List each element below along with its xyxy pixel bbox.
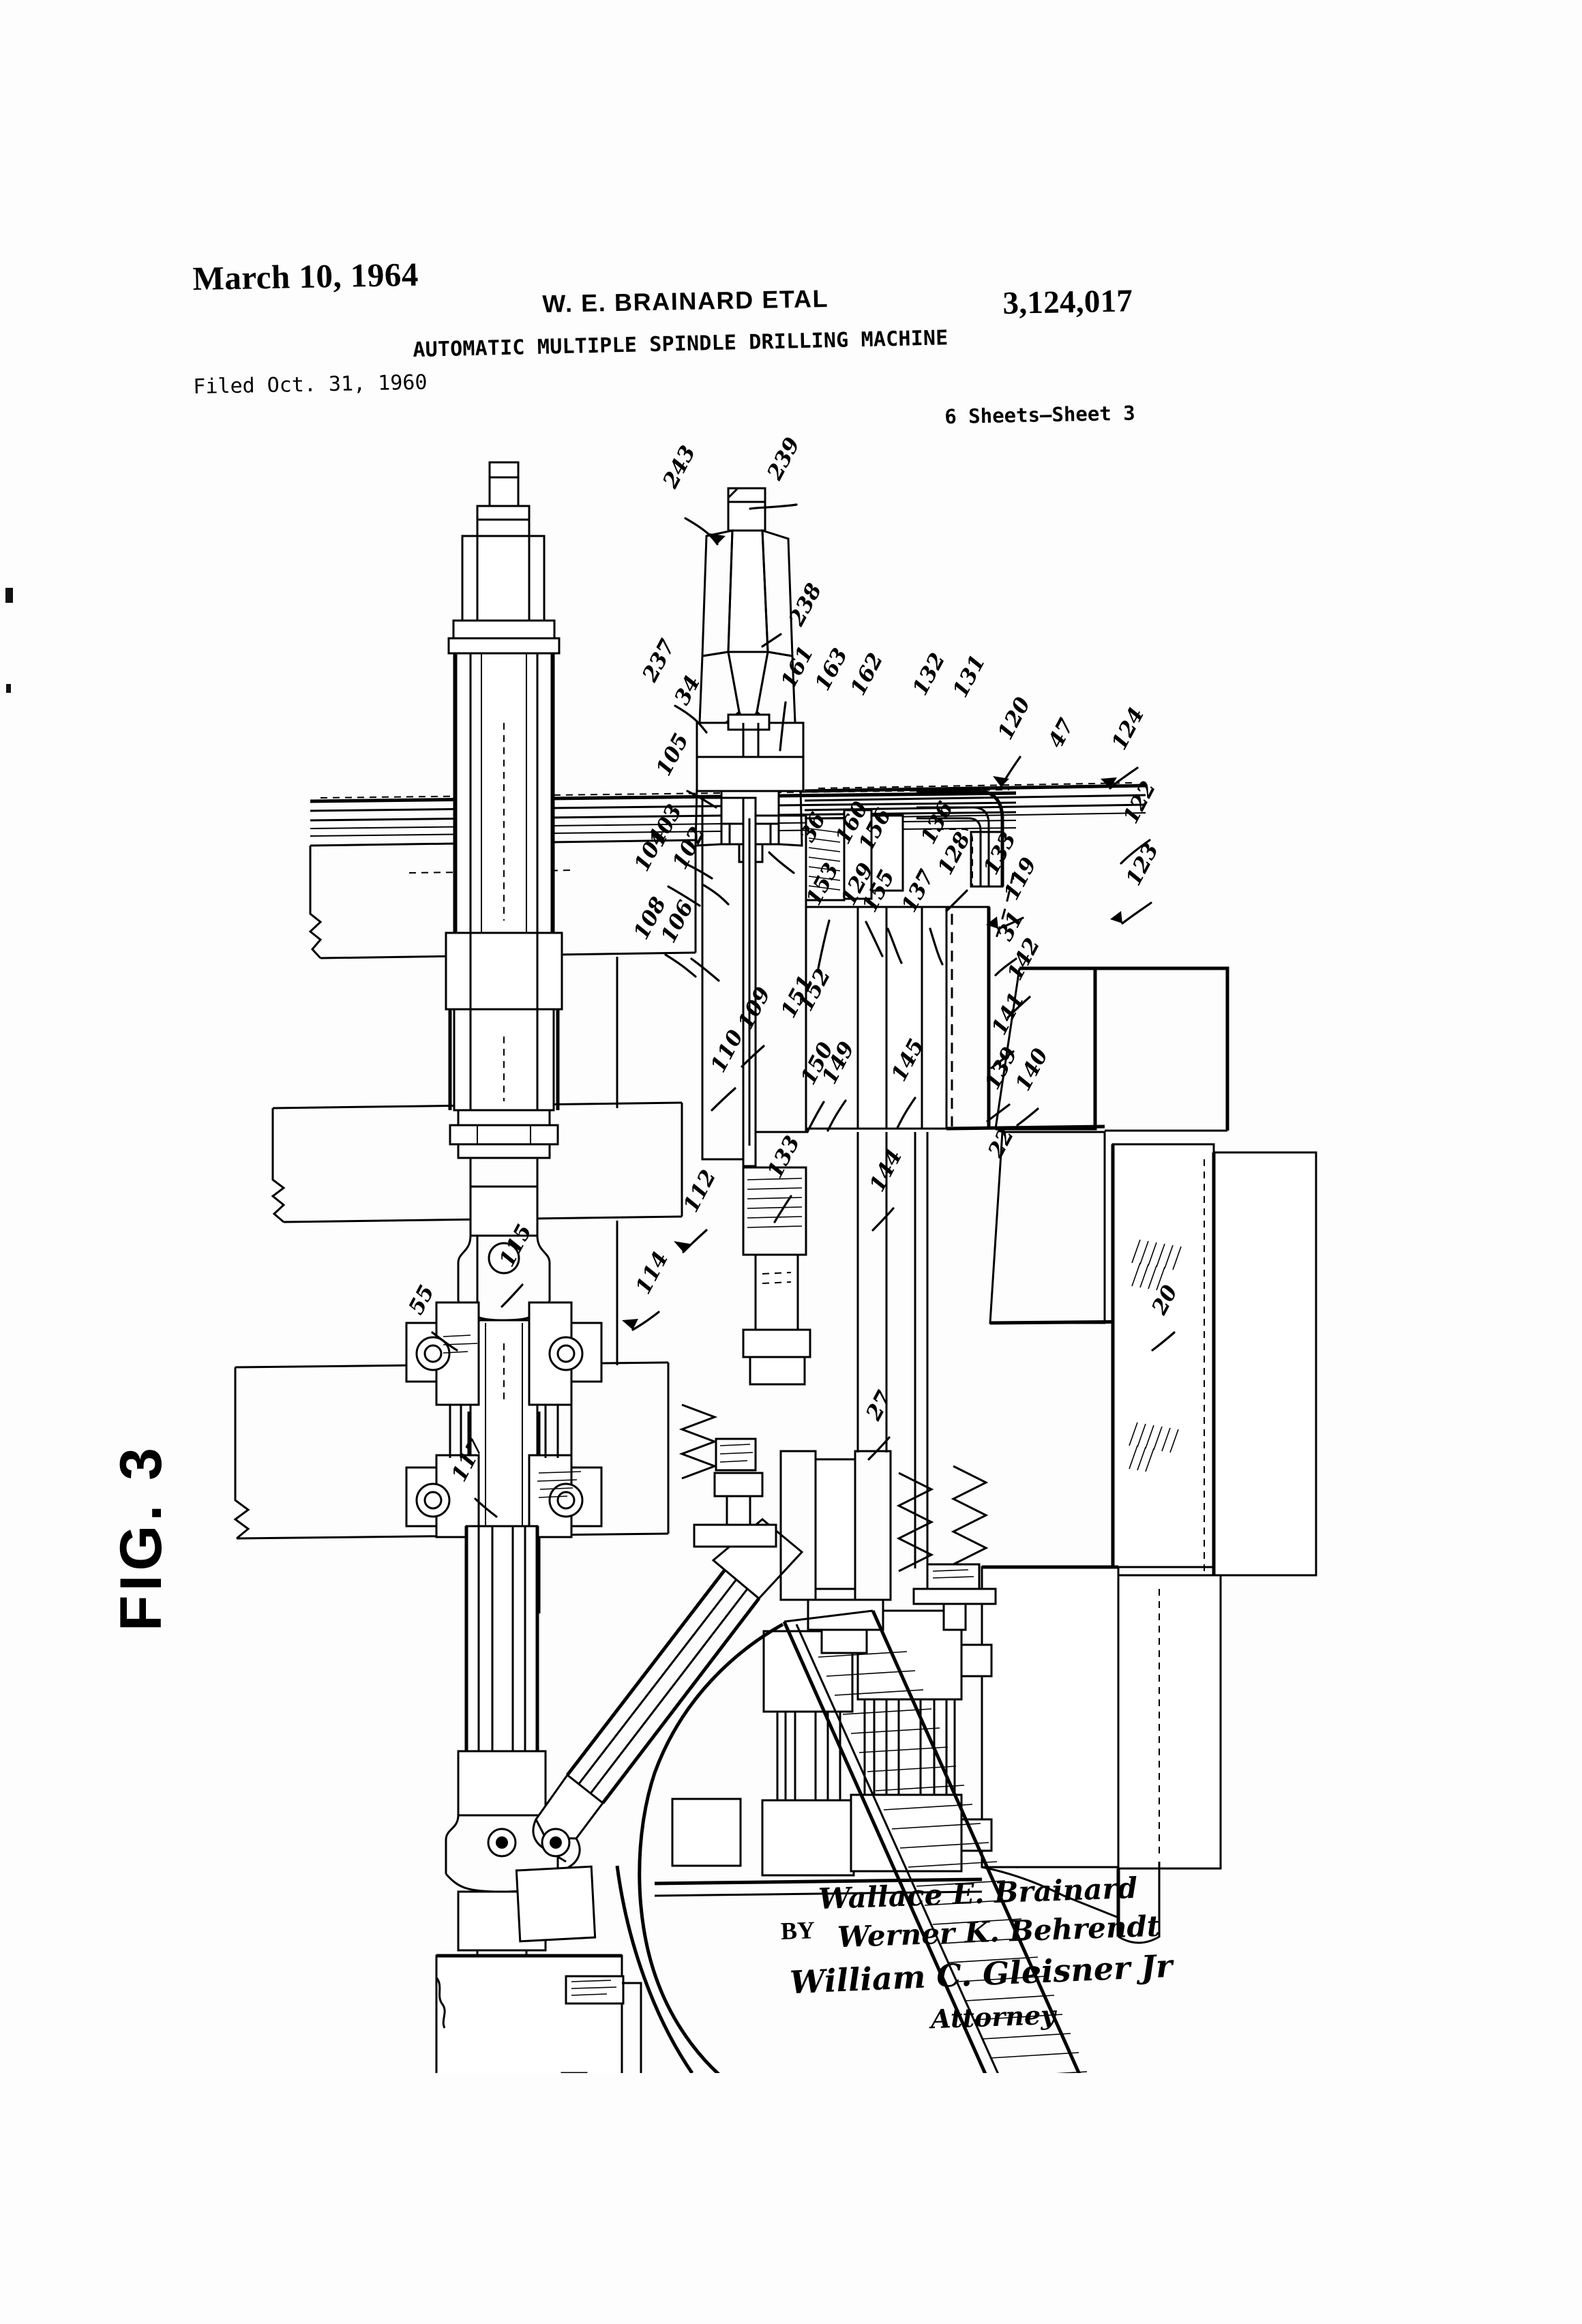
reference-numeral: 133 xyxy=(762,1132,805,1182)
reference-numeral: 124 xyxy=(1107,704,1149,754)
filing-date: Filed Oct. 31, 1960 xyxy=(193,370,428,399)
scan-speck xyxy=(5,588,13,603)
reference-numeral: 131 xyxy=(948,651,990,702)
sheet-header: March 10, 1964 W. E. BRAINARD ETAL 3,124… xyxy=(0,0,1582,450)
reference-numeral: 243 xyxy=(658,442,701,493)
inclined-hatched-ramp xyxy=(615,1609,1088,2073)
reference-numeral: 237 xyxy=(638,635,681,686)
coil-spring-a xyxy=(896,1472,934,1573)
reference-numeral: 27 xyxy=(861,1386,897,1425)
bearing-block-upper xyxy=(405,1301,603,1406)
bearing-block-lower xyxy=(405,1454,603,1538)
issue-date: March 10, 1964 xyxy=(192,255,419,297)
feed-column-panels xyxy=(981,1143,1317,1944)
reference-numeral: 161 xyxy=(776,642,818,693)
reference-numeral: 132 xyxy=(908,649,950,700)
reference-numeral: 141 xyxy=(987,989,1029,1039)
scan-speck xyxy=(6,684,11,693)
coil-spring-b xyxy=(951,1465,989,1566)
valve-plunger-detail xyxy=(678,1132,997,1654)
inventor-line: W. E. BRAINARD ETAL xyxy=(542,284,829,318)
reference-numeral: 110 xyxy=(706,1026,748,1076)
reference-numeral: 123 xyxy=(1121,839,1163,890)
reference-numeral: 120 xyxy=(993,693,1035,743)
construction-lines xyxy=(951,872,1015,1127)
spindle-quill-assembly xyxy=(405,461,603,1983)
detent-teeth xyxy=(678,1403,777,1548)
ramp-hatching xyxy=(818,1651,1088,2073)
reference-numeral: 105 xyxy=(651,730,693,780)
reference-numeral: 112 xyxy=(678,1166,721,1217)
inclined-drive-shaft xyxy=(515,1518,804,1943)
leader-lines xyxy=(431,503,1176,1518)
gear-clutch-stacks xyxy=(654,1609,993,1897)
figure-3-geometry: 2432392382373416116316213213110512047124… xyxy=(233,436,1317,2073)
reference-numeral: 114 xyxy=(631,1248,673,1298)
invention-title: AUTOMATIC MULTIPLE SPINDLE DRILLING MACH… xyxy=(413,326,949,362)
reference-numeral: 109 xyxy=(733,983,775,1034)
reference-numeral: 55 xyxy=(404,1281,439,1319)
spindle-head-section xyxy=(696,713,1229,1325)
spring-pack xyxy=(808,828,841,891)
threaded-section xyxy=(742,1166,811,1386)
patent-number: 3,124,017 xyxy=(1002,283,1133,321)
reference-numeral: 144 xyxy=(865,1146,907,1196)
sheet-count-label: 6 Sheets–Sheet 3 xyxy=(944,401,1135,428)
bottom-frame-block xyxy=(435,1954,642,2073)
reference-numeral: 47 xyxy=(1043,714,1079,751)
reference-numeral: 239 xyxy=(762,436,805,485)
